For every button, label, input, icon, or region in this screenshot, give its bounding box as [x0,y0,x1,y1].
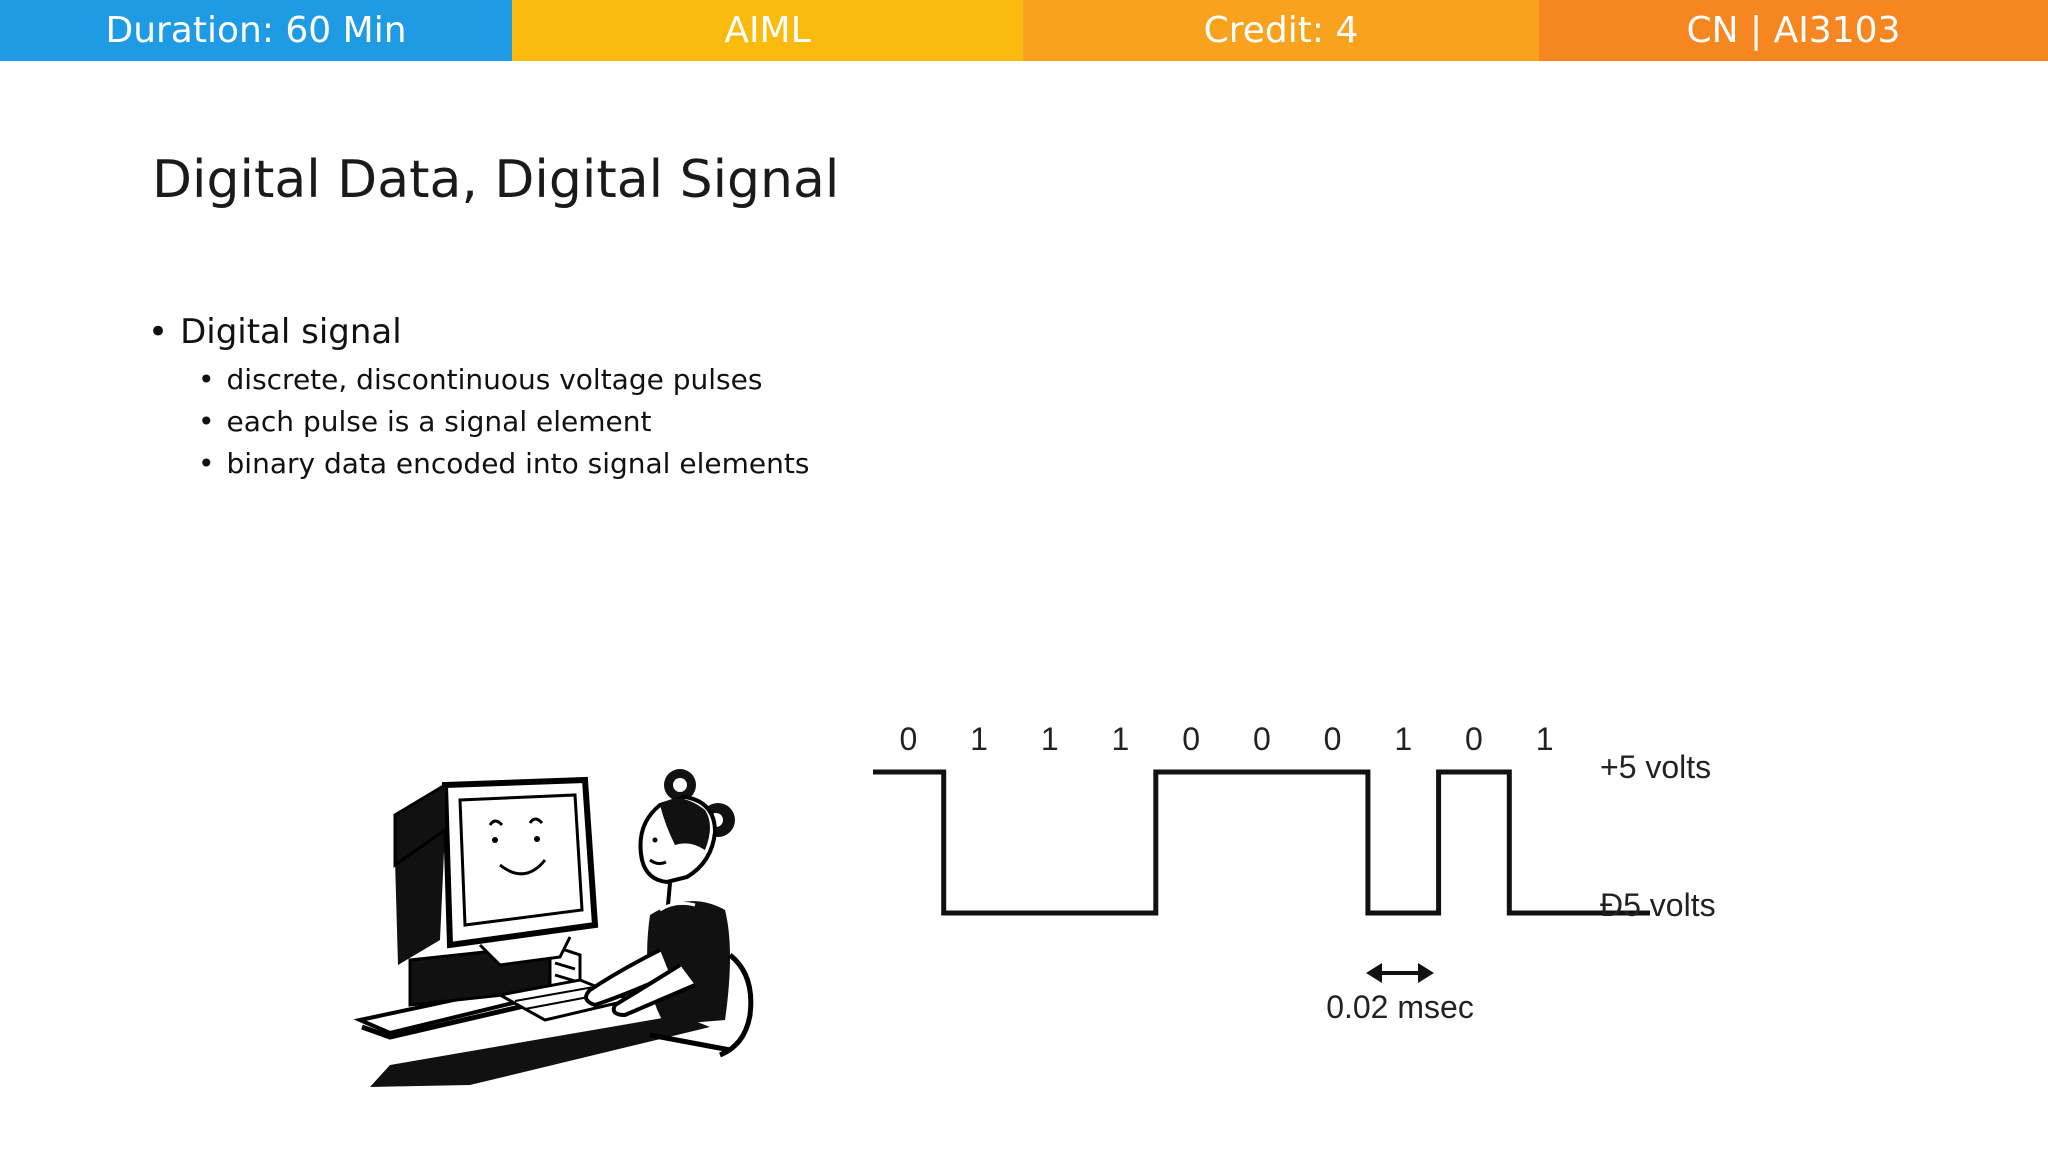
low-voltage-label: Ð5 volts [1600,887,1716,923]
bit-label: 0 [1465,721,1483,757]
square-wave-line [873,769,1650,916]
bit-label: 1 [970,721,988,757]
bit-label: 1 [1536,721,1554,757]
header-credit: Credit: 4 [1023,0,1539,61]
period-label: 0.02 msec [1326,989,1474,1025]
sub-bullet-text: binary data encoded into signal elements [226,446,810,480]
bullet-dot-icon: • [148,312,169,352]
bit-label: 0 [1182,721,1200,757]
bit-label: 0 [899,721,917,757]
sub-bullet-text: each pulse is a signal element [226,404,652,438]
bullet-main: • Digital signal [148,306,809,358]
bit-label: 0 [1324,721,1342,757]
bullet-main-text: Digital signal [180,312,402,352]
slide-title: Digital Data, Digital Signal [152,150,840,210]
bullet-dot-icon: • [198,446,215,480]
bit-label: 1 [1394,721,1412,757]
bullet-list: • Digital signal • discrete, discontinuo… [148,306,809,484]
sub-bullet: • binary data encoded into signal elemen… [198,442,809,484]
digital-waveform-diagram: 0 1 1 1 0 0 0 1 0 1 +5 volts Ð5 volts 0.02 msec [873,721,1716,1025]
person-at-computer-illustration [353,769,754,1087]
bullet-dot-icon: • [198,404,215,438]
period-arrow-icon [1366,963,1434,983]
sub-bullet: • each pulse is a signal element [198,400,809,442]
header-bar: Duration: 60 Min AIML Credit: 4 CN | AI3… [0,0,2048,61]
bullet-dot-icon: • [198,362,215,396]
bit-label: 1 [1041,721,1059,757]
bit-label: 1 [1112,721,1130,757]
header-course: CN | AI3103 [1539,0,2048,61]
sub-bullet-text: discrete, discontinuous voltage pulses [226,362,763,396]
header-duration: Duration: 60 Min [0,0,512,61]
bit-labels: 0 1 1 1 0 0 0 1 0 1 [899,721,1553,757]
bit-label: 0 [1253,721,1271,757]
sub-bullet: • discrete, discontinuous voltage pulses [198,358,809,400]
high-voltage-label: +5 volts [1600,749,1711,785]
header-program: AIML [512,0,1023,61]
